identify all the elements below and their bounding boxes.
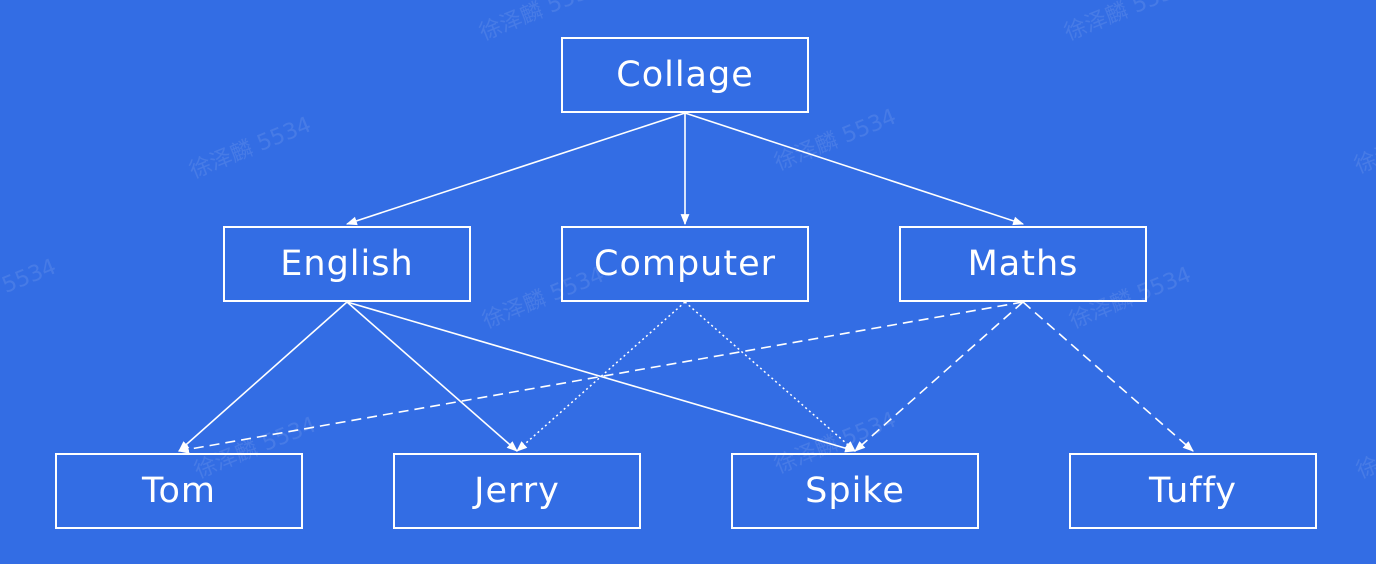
edge-english-jerry (346, 301, 518, 452)
node-maths-label: Maths (967, 244, 1079, 284)
edge-english-spike (346, 301, 857, 453)
edge-college-maths (684, 112, 1025, 226)
node-computer-label: Computer (594, 244, 776, 284)
edge-computer-spike (684, 301, 856, 452)
node-jerry: Jerry (393, 453, 641, 529)
node-tom: Tom (55, 453, 303, 529)
edge-maths-spike (854, 301, 1024, 452)
node-spike: Spike (731, 453, 979, 529)
node-college: Collage (561, 37, 809, 113)
node-tom-label: Tom (142, 471, 216, 511)
node-jerry-label: Jerry (474, 471, 560, 511)
edge-english-tom (178, 301, 348, 452)
node-tuffy-label: Tuffy (1149, 471, 1237, 511)
node-tuffy: Tuffy (1069, 453, 1317, 529)
node-english: English (223, 226, 471, 302)
node-english-label: English (280, 244, 414, 284)
node-computer: Computer (561, 226, 809, 302)
node-maths: Maths (899, 226, 1147, 302)
node-college-label: Collage (616, 55, 754, 95)
node-spike-label: Spike (805, 471, 905, 511)
edge-college-english (345, 112, 686, 226)
edge-maths-tuffy (1022, 301, 1194, 452)
